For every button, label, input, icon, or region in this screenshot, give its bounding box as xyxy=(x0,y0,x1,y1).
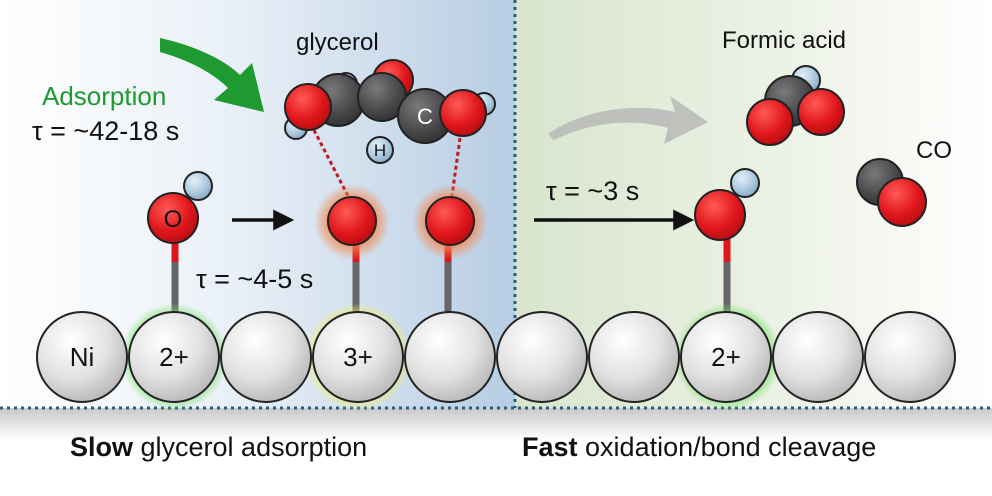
oxygen-atom xyxy=(147,192,199,244)
right-caption: Fast oxidation/bond cleavage xyxy=(522,432,876,462)
formic-acid-molecule xyxy=(746,65,845,146)
carbon-label: C xyxy=(417,104,433,129)
hydroxyl-group-left: O xyxy=(147,171,213,244)
nickel-atom-sphere xyxy=(36,311,128,403)
nickel-atom-sphere xyxy=(588,311,680,403)
co-molecule xyxy=(856,158,927,227)
glycerol-molecule: H C xyxy=(284,59,496,164)
nickel-atom-label: 2+ xyxy=(711,342,741,372)
adsorption-time-label: τ = ~42-18 s xyxy=(32,116,179,146)
nickel-atom xyxy=(588,311,680,403)
hydrogen-label: H xyxy=(374,141,386,160)
co-label: CO xyxy=(916,137,952,164)
nickel-atom xyxy=(220,311,312,403)
adsorption-label: Adsorption xyxy=(42,81,166,111)
fast-time-label: τ = ~3 s xyxy=(546,176,639,206)
floor-shadow xyxy=(0,408,992,440)
adsorption-arrow xyxy=(160,38,264,112)
right-caption-text: oxidation/bond cleavage xyxy=(578,432,877,462)
oxygen-atom xyxy=(694,189,746,241)
hydroxyl-group-right xyxy=(694,168,760,241)
product-release-arrow xyxy=(548,96,708,144)
nickel-atom-sphere xyxy=(312,311,404,403)
oxygen-atom xyxy=(284,83,332,131)
middle-time-label: τ = ~4-5 s xyxy=(196,264,313,294)
oxygen-label: O xyxy=(164,206,183,233)
nickel-atom-sphere xyxy=(220,311,312,403)
right-caption-bold: Fast xyxy=(522,432,578,462)
nickel-atom-sphere xyxy=(404,311,496,403)
nickel-atom: 2+ xyxy=(128,311,220,403)
hydrogen-atom xyxy=(183,171,213,201)
nickel-atom-sphere xyxy=(772,311,864,403)
left-caption-bold: Slow xyxy=(70,432,134,462)
hydrogen-atom xyxy=(730,168,760,198)
nickel-atom: 2+ xyxy=(680,311,772,403)
nickel-atom: Ni xyxy=(36,311,128,403)
oxygen-atom xyxy=(327,196,377,246)
oxygen-atom xyxy=(439,89,487,137)
nickel-atom-sphere xyxy=(864,311,956,403)
oxygen-atom xyxy=(877,177,927,227)
oxygen-atom xyxy=(746,98,794,146)
nickel-atom-label: Ni xyxy=(70,342,95,372)
nickel-atom-sphere xyxy=(128,311,220,403)
formic-acid-label: Formic acid xyxy=(722,27,846,54)
oxygen-atom xyxy=(425,196,475,246)
nickel-atom xyxy=(772,311,864,403)
nickel-atom xyxy=(864,311,956,403)
left-caption: Slow glycerol adsorption xyxy=(70,432,367,462)
nickel-atom: 3+ xyxy=(312,311,404,403)
hydrogen-bond-dotted xyxy=(450,137,462,197)
hydrogen-atom xyxy=(366,136,394,164)
nickel-atom xyxy=(496,311,588,403)
nickel-atom-label: 3+ xyxy=(343,342,373,372)
nickel-atom xyxy=(404,311,496,403)
oxygen-atom xyxy=(797,88,845,136)
nickel-atom-sphere xyxy=(680,311,772,403)
nickel-surface: Ni 2+ 3+ 2+ xyxy=(36,311,956,403)
nickel-atom-sphere xyxy=(496,311,588,403)
hydrogen-bond-dotted xyxy=(312,129,350,197)
glycerol-label: glycerol xyxy=(296,29,379,56)
nickel-atom-label: 2+ xyxy=(159,342,189,372)
left-caption-text: glycerol adsorption xyxy=(133,432,367,462)
